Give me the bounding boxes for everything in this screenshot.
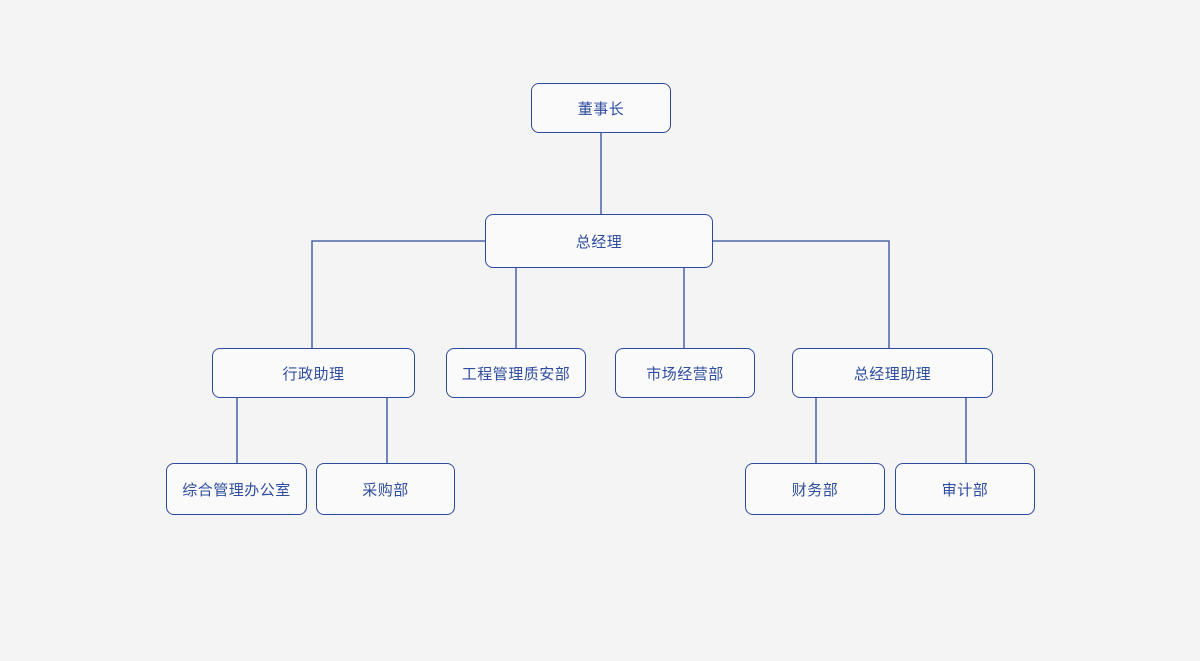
org-node-label-procurement: 采购部: [362, 481, 409, 499]
org-node-label-general-manager: 总经理: [575, 233, 623, 251]
org-node-label-audit: 审计部: [941, 481, 989, 499]
org-node-label-chairman: 董事长: [577, 100, 625, 118]
org-node-label-gm-assistant: 总经理助理: [853, 365, 932, 383]
org-node-general-management-office[interactable]: 综合管理办公室: [166, 463, 307, 515]
org-node-general-manager[interactable]: 总经理: [485, 214, 713, 268]
org-node-procurement[interactable]: 采购部: [316, 463, 455, 515]
org-node-label-market-operations: 市场经营部: [646, 365, 724, 383]
org-node-market-operations[interactable]: 市场经营部: [615, 348, 755, 398]
org-node-audit[interactable]: 审计部: [895, 463, 1035, 515]
connector-general-manager-to-admin-assistant: [311, 240, 485, 348]
connector-general-manager-to-gm-assistant: [713, 240, 890, 348]
org-node-chairman[interactable]: 董事长: [531, 83, 671, 133]
org-node-finance[interactable]: 财务部: [745, 463, 885, 515]
org-node-label-admin-assistant: 行政助理: [282, 365, 345, 383]
org-node-engineering-quality-safety[interactable]: 工程管理质安部: [446, 348, 586, 398]
org-node-label-general-management-office: 综合管理办公室: [182, 481, 291, 499]
org-node-gm-assistant[interactable]: 总经理助理: [792, 348, 993, 398]
org-node-admin-assistant[interactable]: 行政助理: [212, 348, 415, 398]
org-node-label-engineering-quality-safety: 工程管理质安部: [461, 365, 571, 383]
org-node-label-finance: 财务部: [791, 481, 839, 499]
